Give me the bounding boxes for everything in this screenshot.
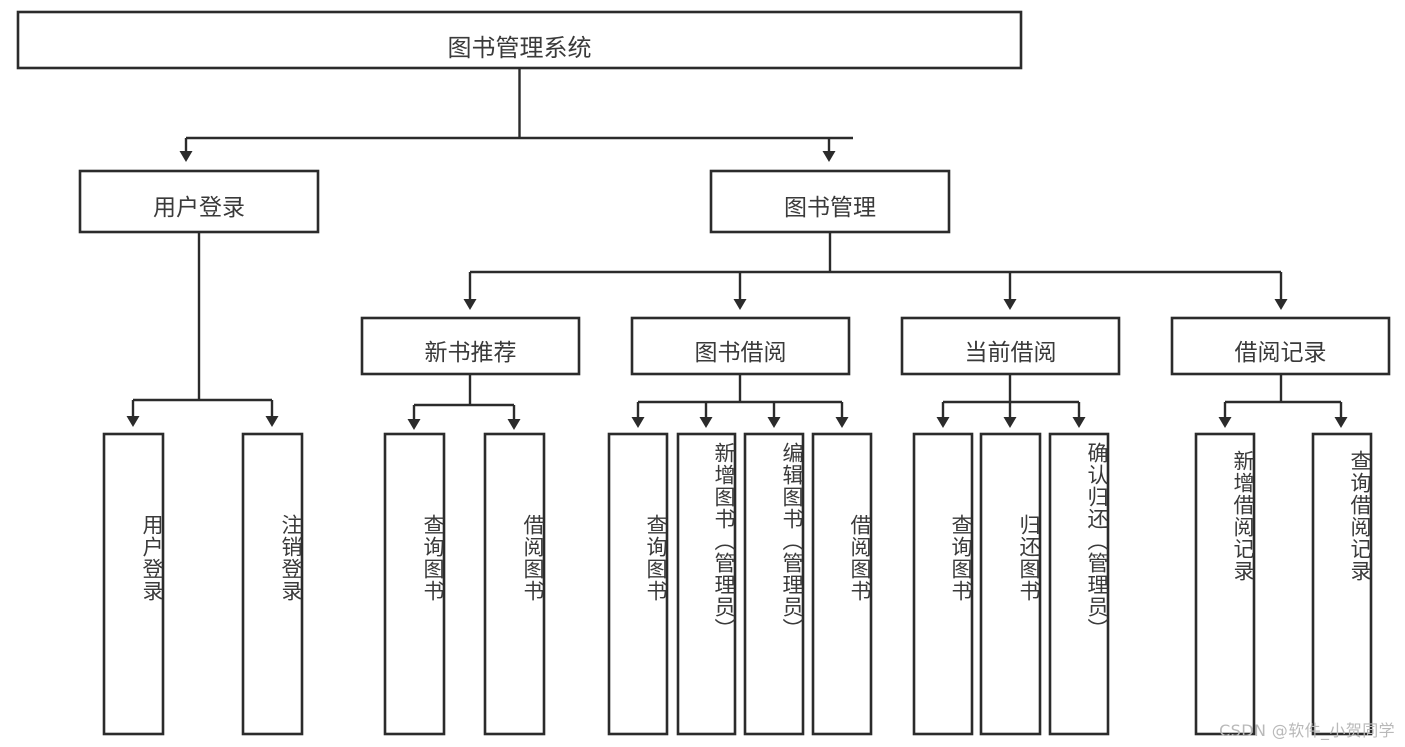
node-leaf-query-record[interactable] [1311, 432, 1373, 736]
node-current-borrow[interactable] [900, 316, 1121, 376]
node-leaf-borrow-book-2[interactable] [811, 432, 873, 736]
node-leaf-return-book[interactable] [979, 432, 1042, 736]
node-new-book-recommend[interactable] [360, 316, 581, 376]
connector-book-borrow-to-leaves [631, 374, 849, 428]
node-leaf-user-login[interactable] [102, 432, 165, 736]
node-leaf-confirm-return[interactable] [1048, 432, 1110, 736]
node-leaf-edit-book[interactable] [743, 432, 805, 736]
node-leaf-borrow-book-1[interactable] [483, 432, 546, 736]
connector-root-to-level2 [179, 68, 853, 162]
connector-user-login-to-leaves [126, 232, 279, 427]
node-leaf-add-book[interactable] [676, 432, 737, 736]
node-leaf-query-book-2[interactable] [607, 432, 669, 736]
node-root[interactable] [16, 10, 1023, 70]
csdn-watermark: CSDN @软件_小贺同学 [1219, 721, 1395, 740]
connector-current-borrow-to-leaves [936, 374, 1086, 428]
connector-borrow-record-to-leaves [1218, 374, 1348, 428]
connector-book-manage-to-level3 [463, 232, 1288, 310]
node-book-borrow[interactable] [630, 316, 851, 376]
node-leaf-query-book-3[interactable] [912, 432, 974, 736]
node-leaf-add-record[interactable] [1194, 432, 1256, 736]
node-user-login[interactable] [78, 169, 320, 234]
node-borrow-record[interactable] [1170, 316, 1391, 376]
node-leaf-user-logout[interactable] [241, 432, 304, 736]
node-leaf-query-book-1[interactable] [383, 432, 446, 736]
node-book-manage[interactable] [709, 169, 951, 234]
connector-new-book-recommend-to-leaves [407, 374, 521, 430]
